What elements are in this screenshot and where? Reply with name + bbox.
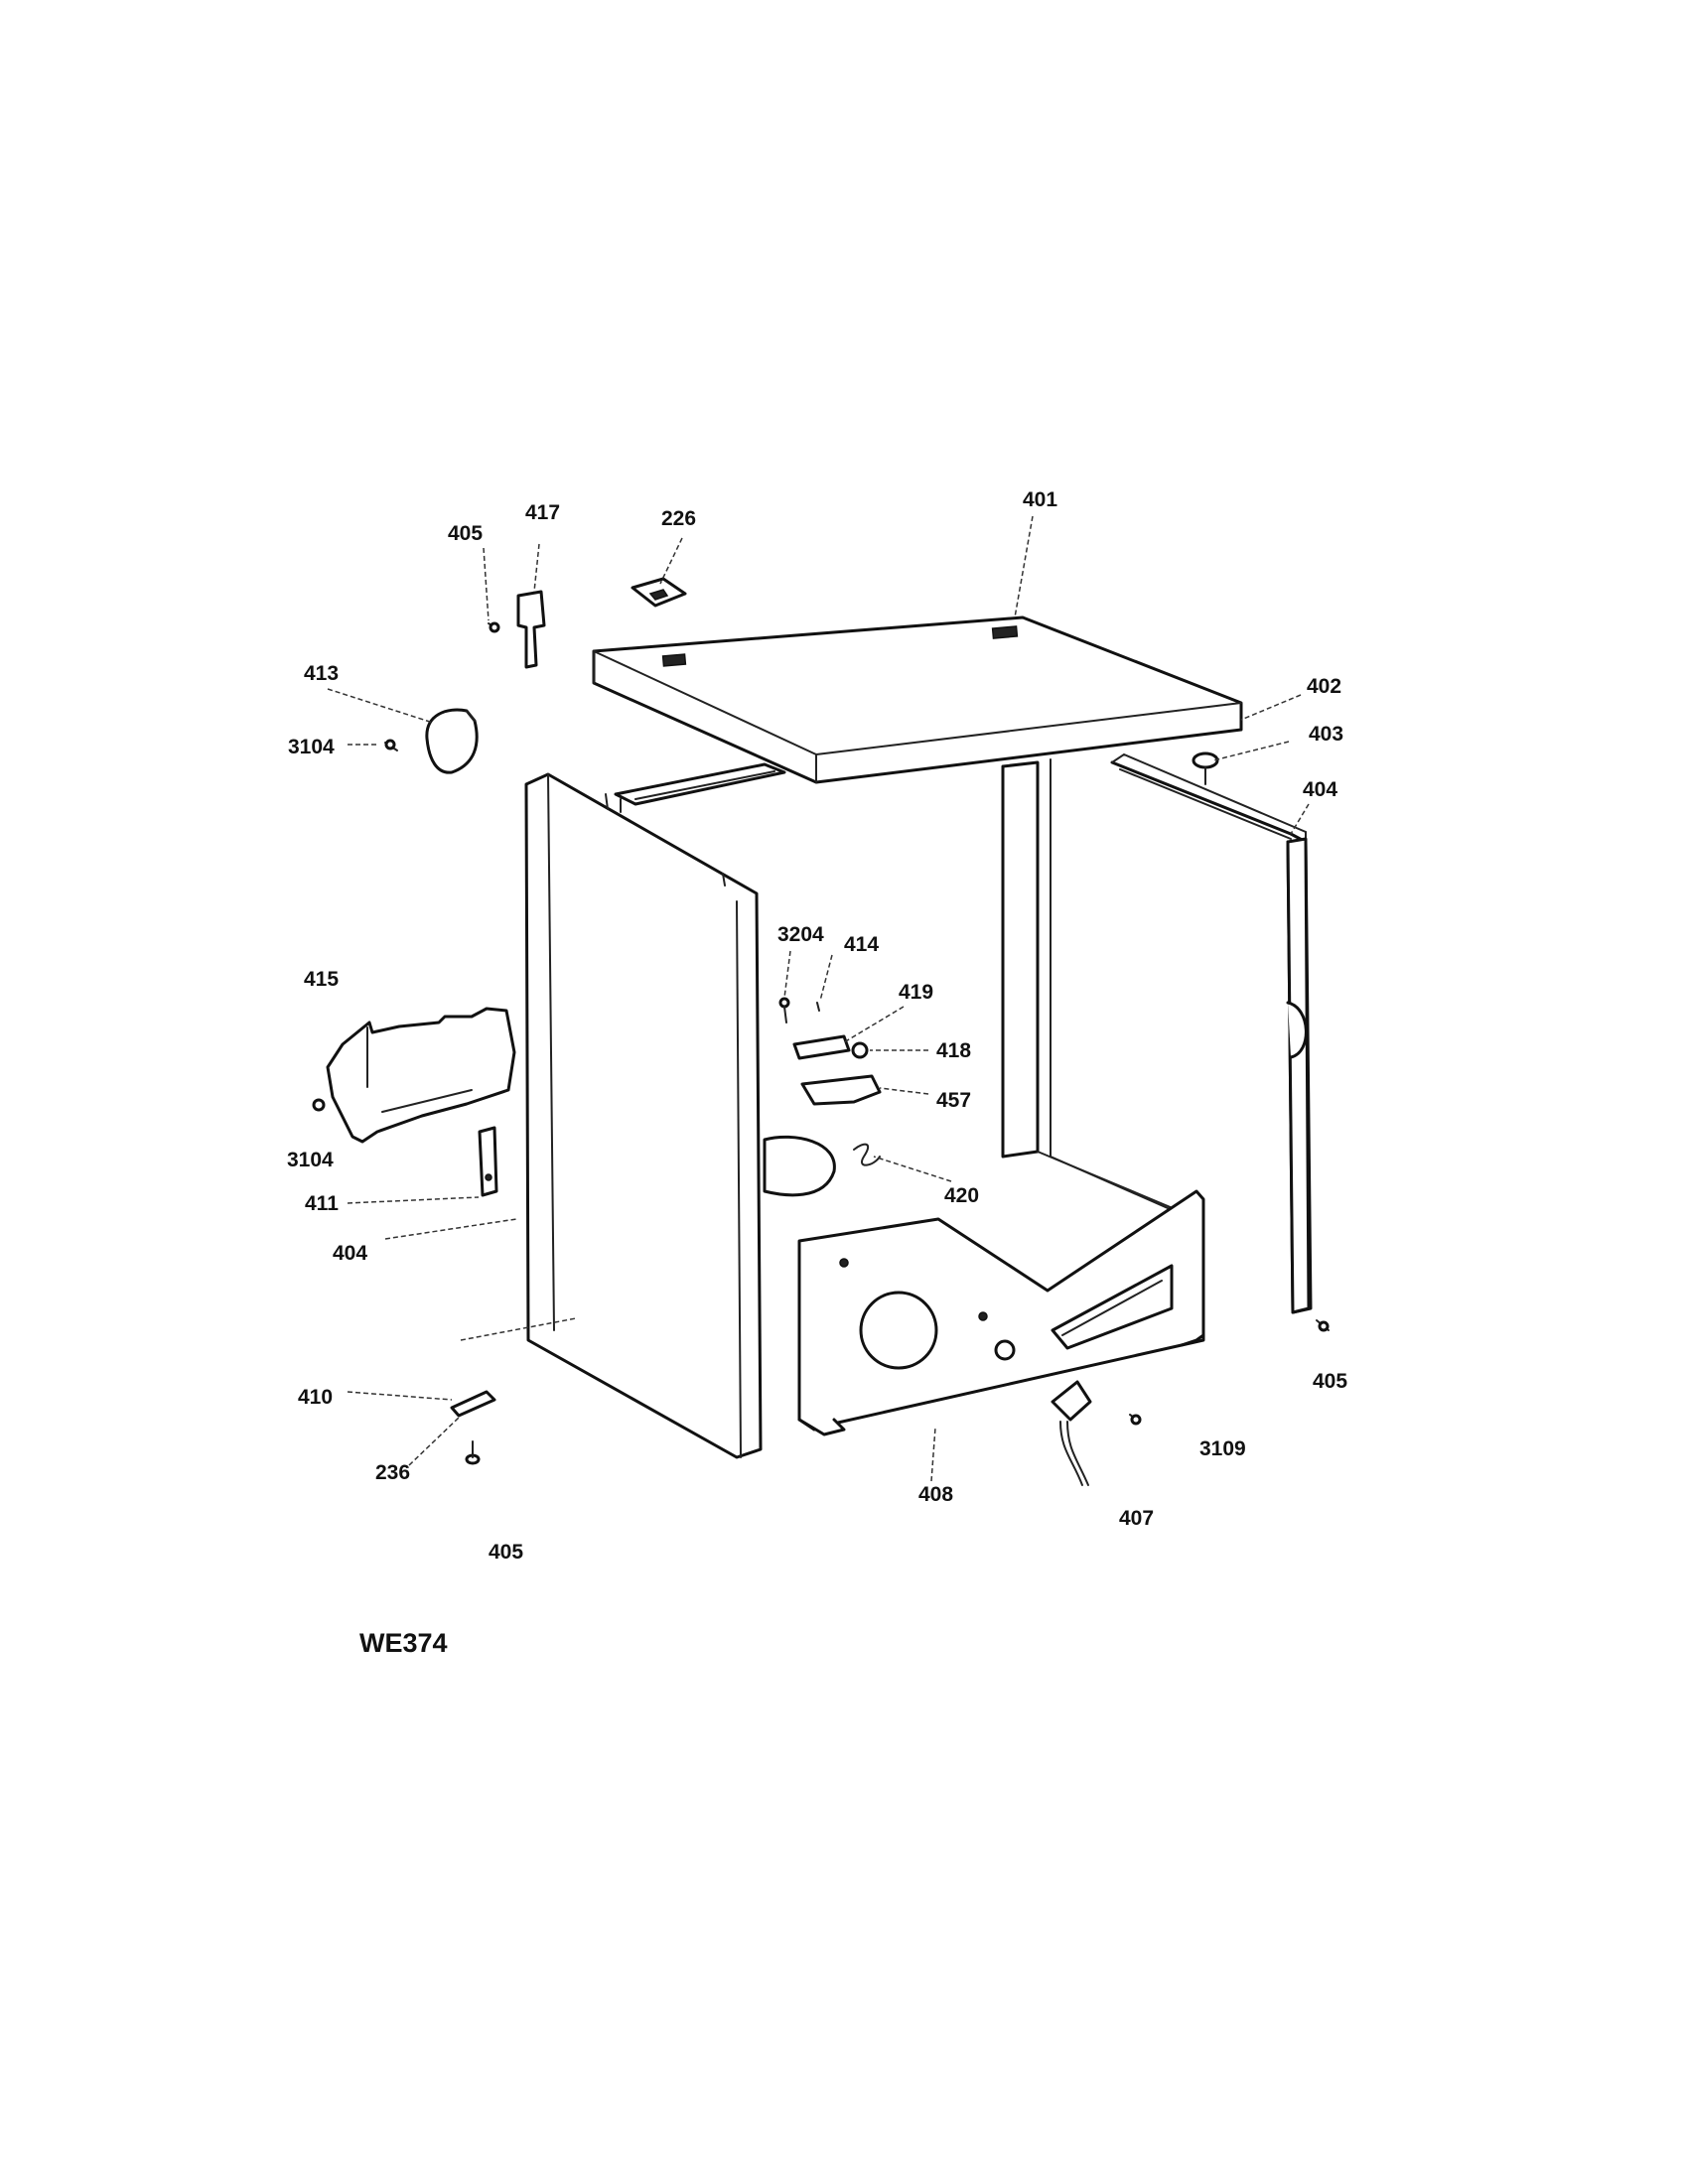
nut-418-part[interactable] [851,1041,869,1059]
callout-413: 413 [304,662,339,685]
door-413-part[interactable] [425,708,479,774]
callout-403: 403 [1309,723,1343,746]
screw-3204-part[interactable] [778,997,790,1024]
callout-3204: 3204 [777,923,824,946]
screw-3104-top-part[interactable] [384,739,398,751]
bracket-417-part[interactable] [516,590,546,669]
leveler-402-part[interactable] [1192,751,1219,785]
leader-lines [327,515,1310,1482]
screw-3109-part[interactable] [1129,1414,1142,1426]
right-side-panel-part[interactable] [1110,752,1313,1314]
rear-frame-part[interactable] [1001,758,1202,1224]
callout-402: 402 [1307,675,1341,698]
callout-457: 457 [936,1089,971,1112]
base-front-panel-part[interactable] [763,1135,1205,1436]
bracket-415-part[interactable] [326,1007,516,1144]
foot-236-part[interactable] [465,1440,481,1465]
screw-3104-left-part[interactable] [312,1098,326,1112]
callout-404-right: 404 [1303,778,1337,801]
callout-414: 414 [844,933,879,956]
hinge-411-part[interactable] [478,1126,498,1197]
pin-414-part[interactable] [816,1002,820,1012]
callout-408: 408 [918,1483,953,1506]
callout-411: 411 [305,1192,339,1215]
block-419-part[interactable] [792,1034,851,1060]
callout-405-top: 405 [448,522,483,545]
callout-3104-top: 3104 [288,736,335,758]
callout-407: 407 [1119,1507,1154,1530]
callout-405-bottom: 405 [489,1541,523,1564]
callout-418: 418 [936,1039,971,1062]
callout-417: 417 [525,501,560,524]
callout-419: 419 [899,981,933,1004]
left-side-panel-part[interactable] [524,772,763,1459]
drawing-code: WE374 [359,1628,448,1658]
top-rail-part[interactable] [614,762,786,806]
callout-236: 236 [375,1461,410,1484]
cord-clamp-407-part[interactable] [1051,1380,1092,1486]
callout-226: 226 [661,507,696,530]
callout-405-right: 405 [1313,1370,1347,1393]
callout-3109: 3109 [1199,1437,1246,1460]
callout-410: 410 [298,1386,333,1409]
clip-226-part[interactable] [631,577,687,608]
top-cover-part[interactable] [592,615,1243,784]
callout-420: 420 [944,1184,979,1207]
screw-405-right-part[interactable] [1316,1319,1330,1332]
clip-420-part[interactable] [853,1143,881,1166]
callout-401: 401 [1023,488,1057,511]
callout-3104-left: 3104 [287,1149,334,1171]
callout-415: 415 [304,968,339,991]
screw-405-top-part[interactable] [488,621,500,633]
bracket-410-part[interactable] [450,1390,496,1418]
callout-404-left: 404 [333,1242,367,1265]
bracket-457-part[interactable] [800,1074,882,1106]
callout-labels: 405 417 226 401 413 3104 402 403 404 320… [287,488,1347,1564]
